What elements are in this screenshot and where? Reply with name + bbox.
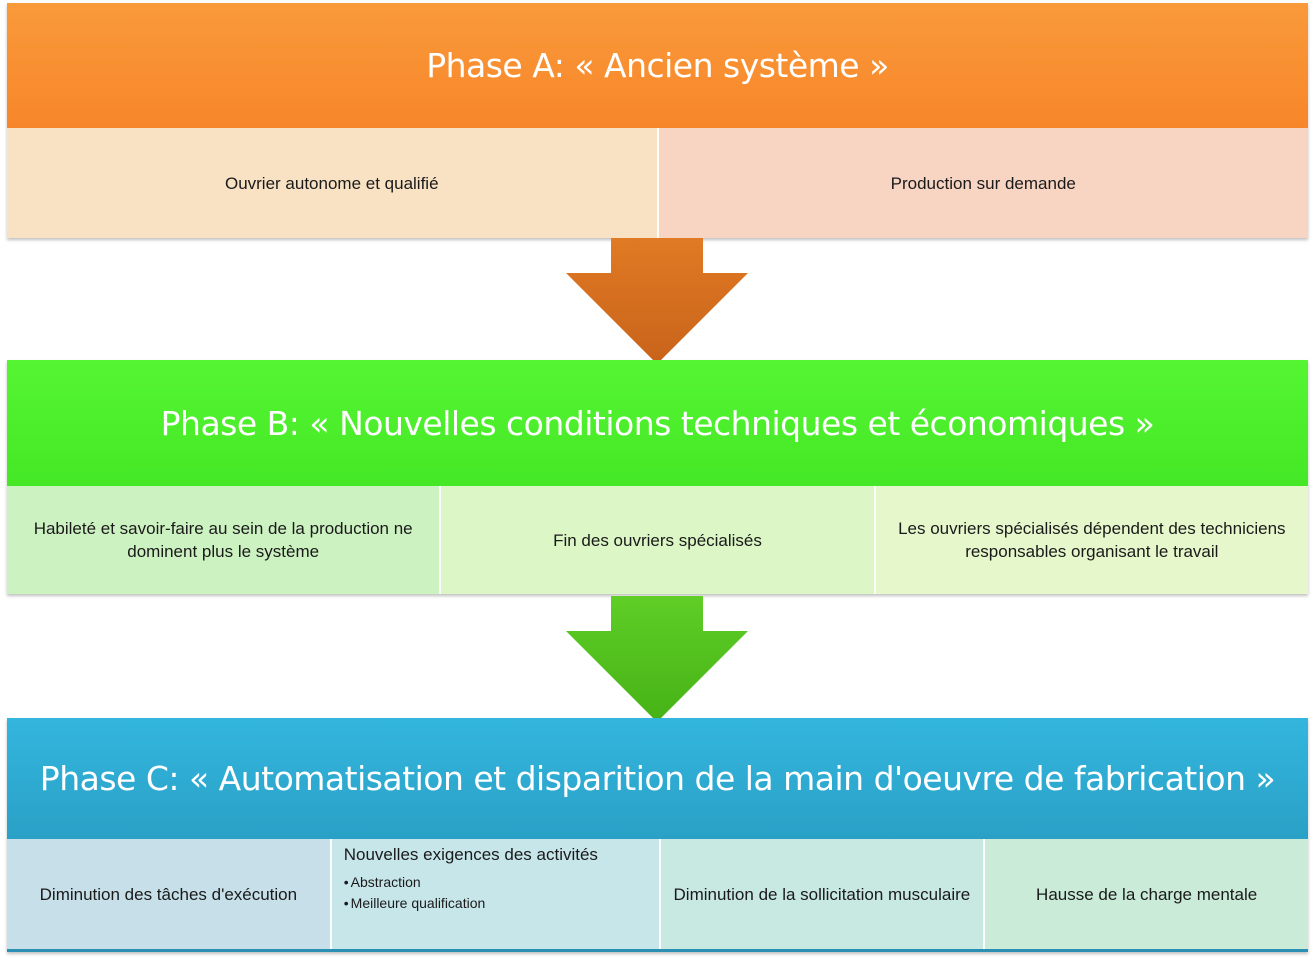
bullet-item-qualification: Meilleure qualification <box>344 893 598 914</box>
phase-a-cell-autonomous-worker: Ouvrier autonome et qualifié <box>7 128 659 238</box>
phase-c-block: Phase C: « Automatisation et disparition… <box>7 718 1308 952</box>
phase-b-title: Phase B: « Nouvelles conditions techniqu… <box>7 360 1308 486</box>
down-arrow-b-to-c <box>566 596 748 722</box>
phase-b-cell-skills: Habileté et savoir-faire au sein de la p… <box>7 486 442 594</box>
phase-a-block: Phase A: « Ancien système » Ouvrier auto… <box>7 3 1308 238</box>
phase-c-cell-muscular-load: Diminution de la sollicitation musculair… <box>660 839 986 949</box>
phase-b-cell-end-specialists: Fin des ouvriers spécialisés <box>441 486 876 594</box>
phase-a-cell-production-on-demand: Production sur demande <box>658 128 1308 238</box>
bullet-item-abstraction: Abstraction <box>344 872 598 893</box>
phase-b-block: Phase B: « Nouvelles conditions techniqu… <box>7 360 1308 594</box>
phase-c-cell-mental-load: Hausse de la charge mentale <box>985 839 1308 949</box>
phase-c-cell-execution-tasks: Diminution des tâches d'exécution <box>7 839 332 949</box>
phase-c-title: Phase C: « Automatisation et disparition… <box>7 718 1308 839</box>
down-arrow-a-to-b <box>566 238 748 364</box>
phase-b-cells: Habileté et savoir-faire au sein de la p… <box>7 486 1308 594</box>
phase-a-cells: Ouvrier autonome et qualifié Production … <box>7 128 1308 238</box>
phase-c-bullet-list: Abstraction Meilleure qualification <box>344 872 598 914</box>
phase-c-cell-new-requirements-title: Nouvelles exigences des activités <box>343 845 598 864</box>
phase-c-cells: Diminution des tâches d'exécution Nouvel… <box>7 839 1308 952</box>
phase-a-title: Phase A: « Ancien système » <box>7 3 1308 128</box>
phase-c-cell-new-requirements: Nouvelles exigences des activités Abstra… <box>331 839 661 949</box>
phase-b-cell-technicians: Les ouvriers spécialisés dépendent des t… <box>875 486 1308 594</box>
